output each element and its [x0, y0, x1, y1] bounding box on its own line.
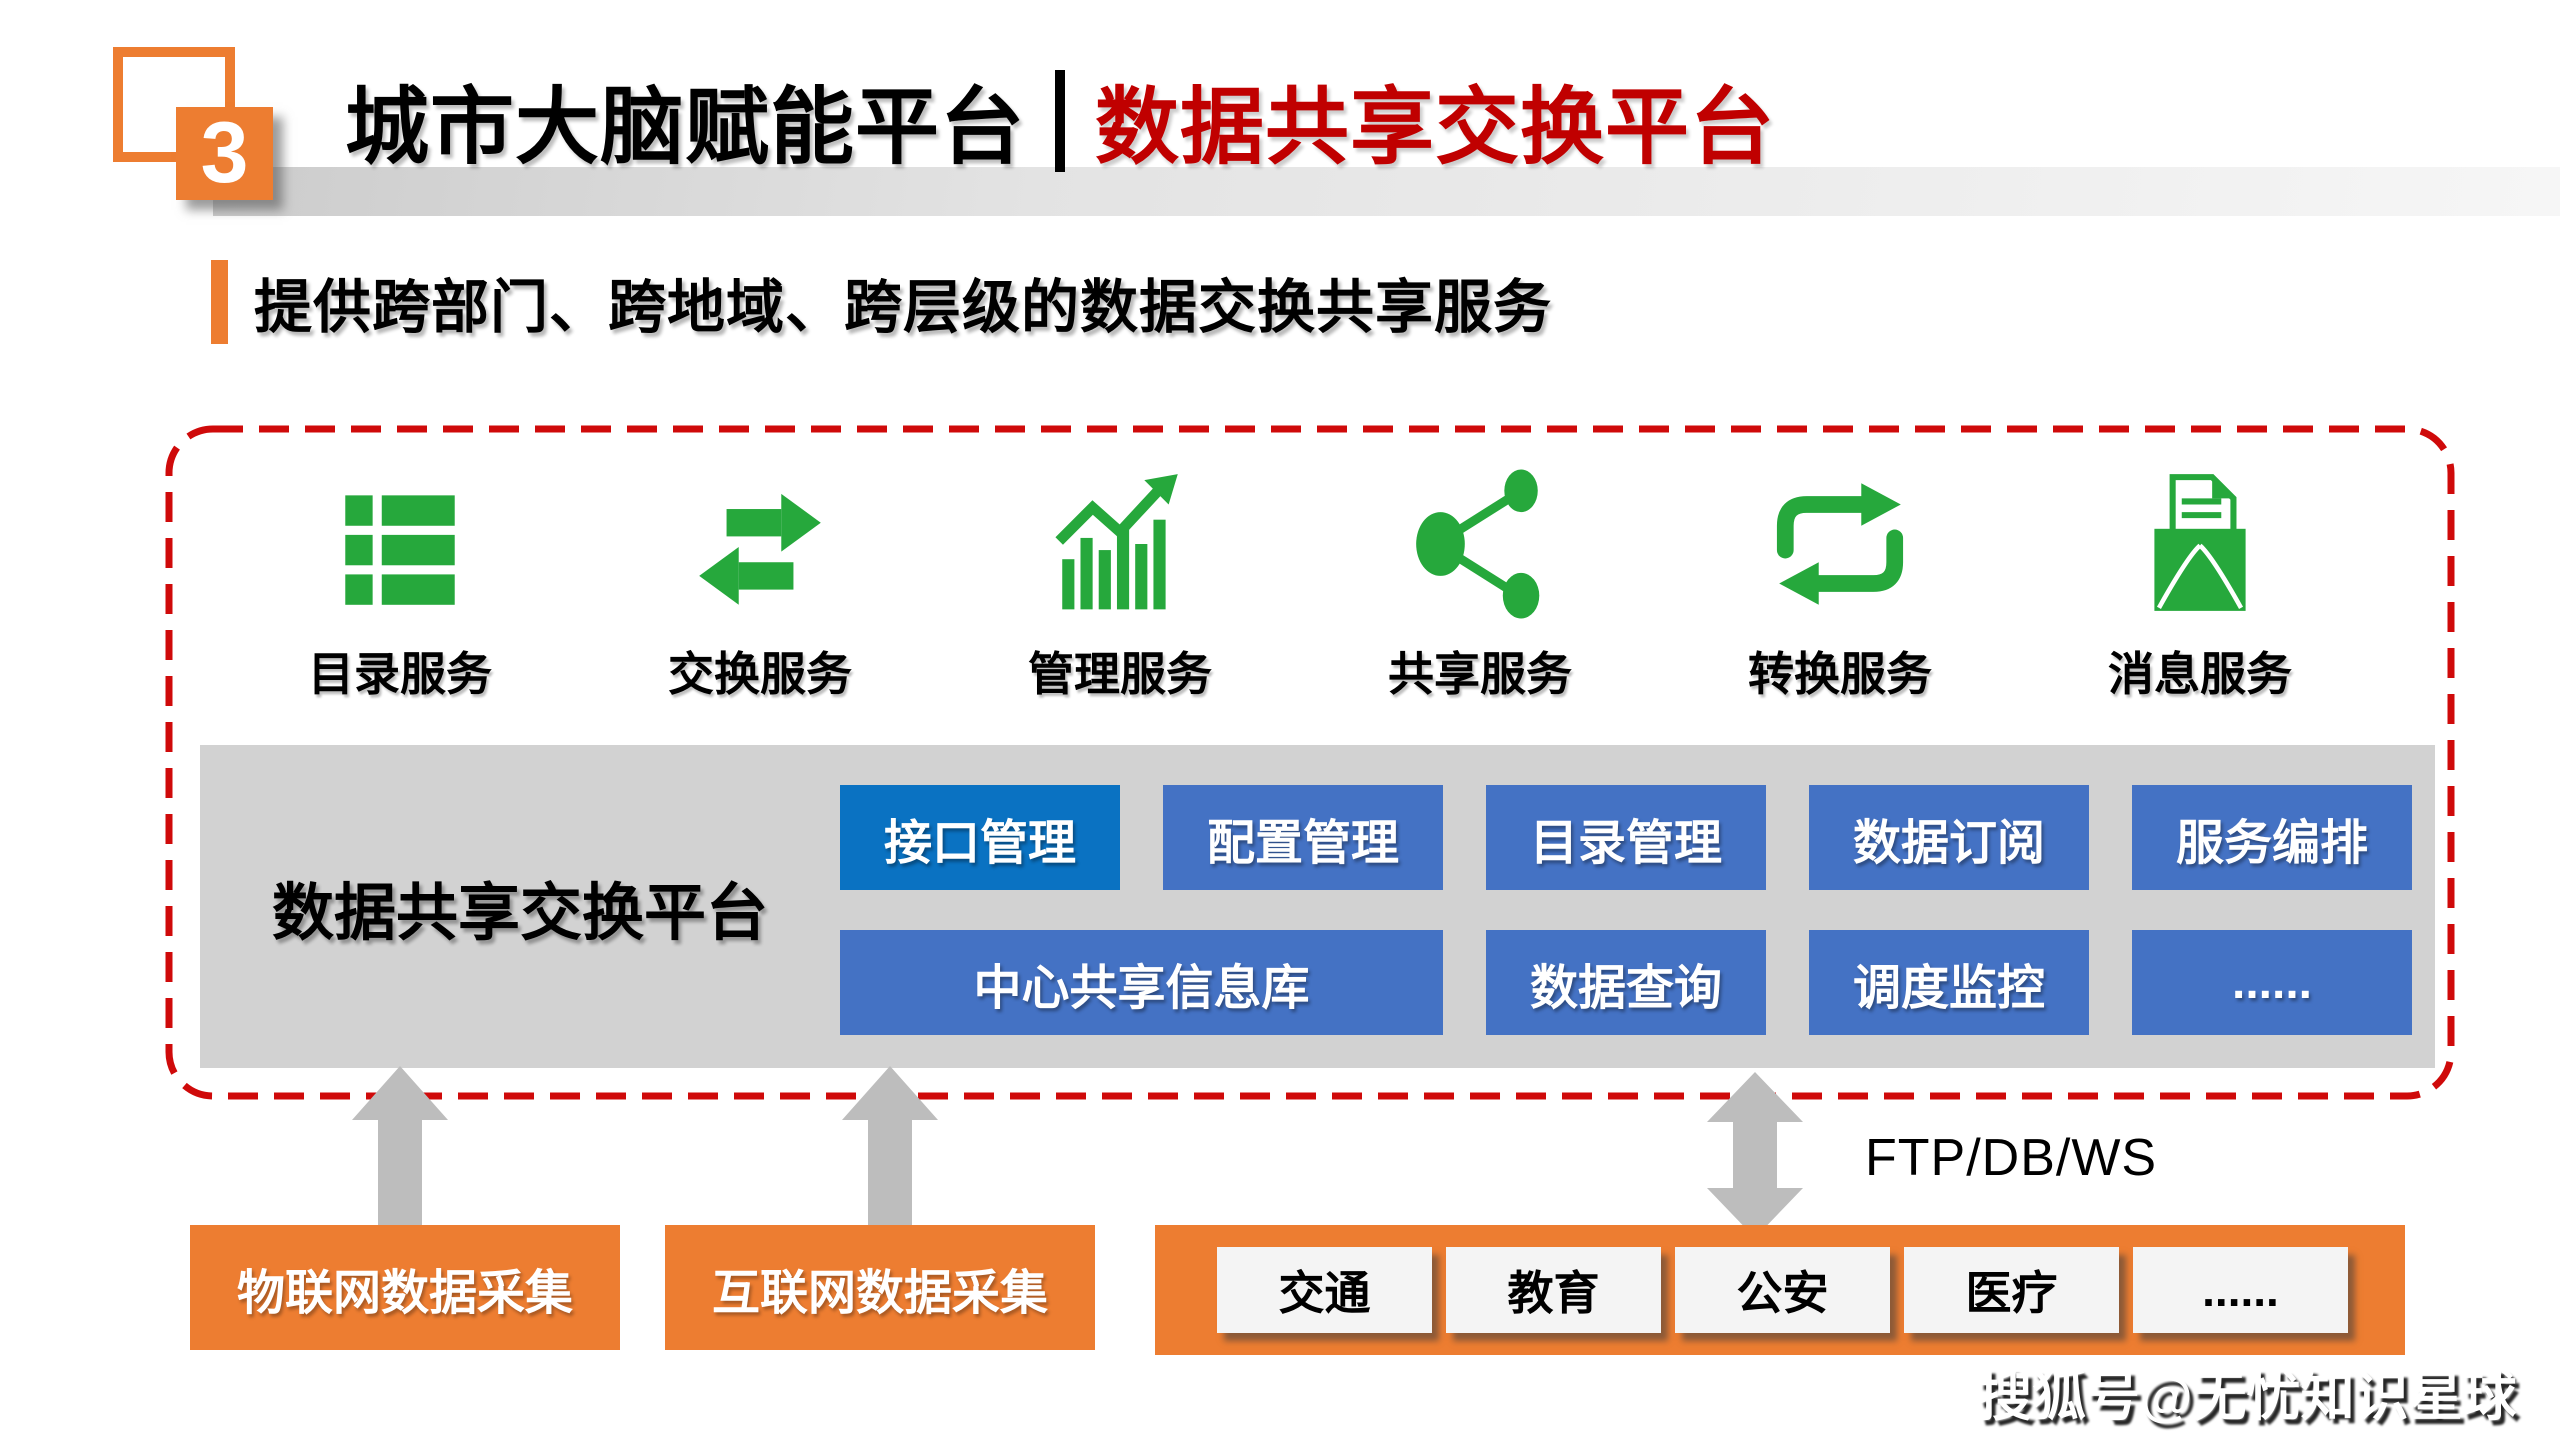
service-item-message: 消息服务 — [2020, 468, 2380, 704]
source-box-internet: 互联网数据采集 — [665, 1225, 1095, 1350]
source-box-iot: 物联网数据采集 — [190, 1225, 620, 1350]
dept-item-education: 教育 — [1446, 1247, 1661, 1333]
share-icon — [1416, 469, 1540, 619]
service-label: 消息服务 — [2108, 648, 2292, 700]
service-label: 转换服务 — [1748, 648, 1932, 700]
subtitle-row: 提供跨部门、跨地域、跨层级的数据交换共享服务 — [211, 260, 1552, 344]
title-divider — [1055, 69, 1066, 172]
dept-item-ellipsis: ...... — [2133, 1247, 2348, 1333]
exchange-icon — [699, 493, 821, 605]
platform-title: 数据共享交换平台 — [271, 878, 768, 948]
service-label: 交换服务 — [668, 648, 852, 700]
section-badge: 3 — [176, 105, 273, 201]
module-catalog-mgmt: 目录管理 — [1486, 785, 1766, 890]
service-label: 管理服务 — [1028, 648, 1212, 700]
dept-item-traffic: 交通 — [1217, 1247, 1432, 1333]
title-primary: 城市大脑赋能平台 — [345, 80, 1026, 174]
module-data-subscription: 数据订阅 — [1809, 785, 2089, 890]
badge-number: 3 — [200, 105, 249, 201]
service-label: 共享服务 — [1388, 648, 1572, 700]
service-item-catalog: 目录服务 — [220, 468, 580, 704]
module-service-orchestration: 服务编排 — [2132, 785, 2412, 890]
platform-modules: 接口管理 配置管理 目录管理 数据订阅 服务编排 中心共享信息库 数据查询 调度… — [840, 785, 2412, 1035]
subtitle: 提供跨部门、跨地域、跨层级的数据交换共享服务 — [254, 275, 1553, 340]
service-item-convert: 转换服务 — [1660, 468, 2020, 704]
ftp-db-ws-label: FTP/DB/WS — [1865, 1129, 2158, 1187]
module-config-mgmt: 配置管理 — [1163, 785, 1443, 890]
module-interface-mgmt: 接口管理 — [840, 785, 1120, 890]
dashed-frame — [165, 425, 2455, 1100]
double-arrow-icon — [1707, 1072, 1803, 1238]
services-row: 目录服务 交换服务 管理服务 — [220, 468, 2380, 704]
dept-item-public-security: 公安 — [1675, 1247, 1890, 1333]
catalog-icon — [345, 495, 455, 605]
module-dispatch-monitor: 调度监控 — [1809, 930, 2089, 1035]
dept-item-medical: 医疗 — [1904, 1247, 2119, 1333]
subtitle-marker — [211, 260, 228, 344]
module-data-query: 数据查询 — [1486, 930, 1766, 1035]
up-arrow-icon — [352, 1066, 448, 1226]
header-band — [213, 167, 2560, 216]
service-item-manage: 管理服务 — [940, 468, 1300, 704]
module-ellipsis: ...... — [2132, 930, 2412, 1035]
page-title: 城市大脑赋能平台 数据共享交换平台 — [345, 58, 1775, 183]
manage-icon — [1055, 474, 1178, 610]
service-item-share: 共享服务 — [1300, 468, 1660, 704]
platform-panel: 数据共享交换平台 接口管理 配置管理 目录管理 数据订阅 服务编排 中心共享信息… — [200, 745, 2435, 1068]
message-icon — [2154, 474, 2246, 611]
departments-box: 交通 教育 公安 医疗 ...... — [1155, 1225, 2405, 1355]
service-item-exchange: 交换服务 — [580, 468, 940, 704]
convert-icon — [1776, 483, 1904, 605]
up-arrow-icon — [842, 1066, 938, 1226]
watermark: 搜狐号@无忧知识星球 — [1978, 1367, 2517, 1427]
title-accent: 数据共享交换平台 — [1095, 80, 1776, 174]
service-label: 目录服务 — [308, 648, 492, 700]
module-central-shared-repo: 中心共享信息库 — [840, 930, 1443, 1035]
